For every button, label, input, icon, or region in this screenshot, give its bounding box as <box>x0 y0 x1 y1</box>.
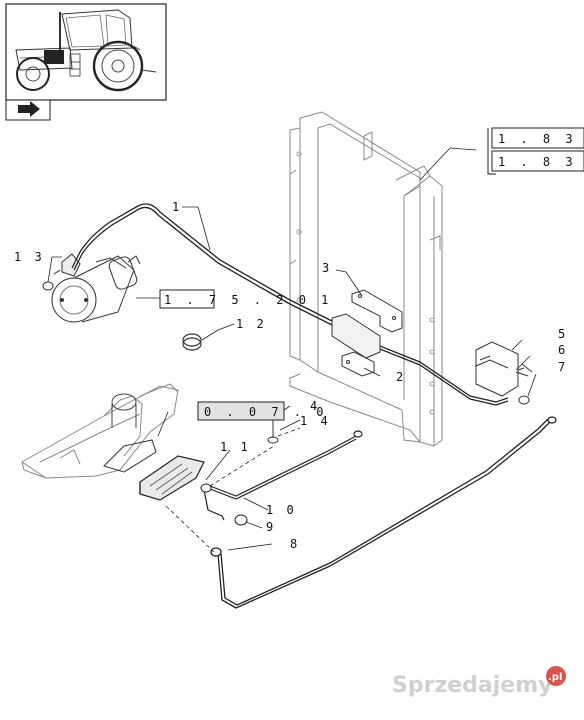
part-label-14: 1 4 <box>300 414 331 428</box>
arrow-icon <box>5 99 51 121</box>
part-label-2: 2 <box>396 370 406 384</box>
ref-label-0-07-0: 0 . 0 7 . 0 <box>204 405 327 419</box>
cable-harness <box>71 203 509 406</box>
part-label-5: 5 <box>558 327 568 341</box>
part-label-6: 6 <box>558 343 568 357</box>
cable-part-14 <box>209 430 363 500</box>
part-label-4: 4 <box>310 399 320 413</box>
watermark: Sprzedajemy .pl <box>392 666 566 698</box>
plug-part-9 <box>234 514 248 526</box>
part-label-7: 7 <box>558 360 568 374</box>
part-label-12: 1 2 <box>236 317 267 331</box>
part-labels: 1 2 3 4 5 6 7 8 9 1 0 1 1 1 2 1 3 1 4 <box>14 200 568 551</box>
part-label-13: 1 3 <box>14 250 45 264</box>
clamp-part-2 <box>341 351 375 377</box>
reference-box-top[interactable]: 1 . 8 3 . 0 1 . 8 3 . 0 <box>487 127 584 175</box>
cable-part-10 <box>203 489 225 521</box>
intake-housing <box>21 383 179 479</box>
cable-connector <box>331 313 381 359</box>
part-label-11: 1 1 <box>220 440 251 454</box>
part-label-8: 8 <box>290 537 300 551</box>
ref-label-1-83-0-b: 1 . 8 3 . 0 <box>498 155 584 169</box>
grommet-part-12 <box>182 333 202 351</box>
leader-lines <box>47 147 537 551</box>
dashed-group-lines <box>165 427 301 553</box>
reference-box-ecu[interactable]: 0 . 0 7 . 0 <box>197 401 327 421</box>
nut-part-13 <box>42 281 54 291</box>
ref-label-1-83-0-a: 1 . 8 3 . 0 <box>498 132 584 146</box>
bolt-part-6 <box>515 371 529 377</box>
part-label-10: 1 0 <box>266 503 297 517</box>
ref-label-1-75-201: 1 . 7 5 . 2 0 1 <box>164 293 332 307</box>
part-label-3: 3 <box>322 261 332 275</box>
watermark-text: Sprzedajemy <box>392 673 553 698</box>
watermark-badge-icon <box>546 666 566 686</box>
support-frame <box>289 111 443 447</box>
part-label-9: 9 <box>266 520 276 534</box>
tractor-thumbnail <box>5 3 167 101</box>
part-label-1: 1 <box>172 200 182 214</box>
starter-motor <box>51 253 141 323</box>
watermark-suffix: .pl <box>548 672 562 683</box>
nut-part-7 <box>518 395 530 405</box>
reference-box-starter[interactable]: 1 . 7 5 . 2 0 1 <box>159 289 332 309</box>
relay-bracket <box>475 341 533 397</box>
connector-part-10 <box>200 483 212 493</box>
ecu-module-part-11 <box>139 455 205 501</box>
cable-part-8 <box>210 416 557 609</box>
bracket-part-3 <box>351 289 403 333</box>
